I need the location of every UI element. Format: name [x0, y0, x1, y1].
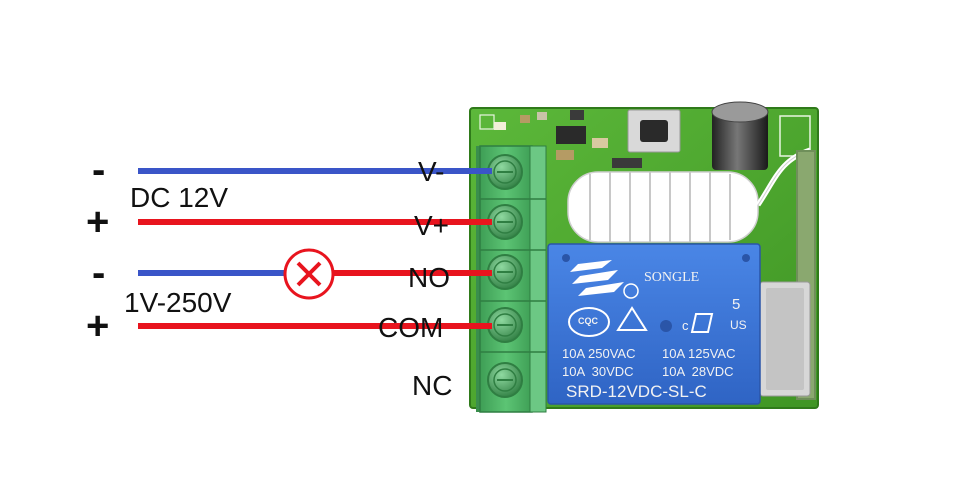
smd-components: [520, 110, 642, 168]
led: [494, 122, 506, 130]
load-lamp-icon: [283, 248, 335, 300]
terminal-screw-no: [487, 254, 523, 290]
relay-rating-2-right: 10A 28VDC: [662, 364, 734, 379]
tuv-mark-icon: [616, 306, 648, 331]
relay-body: [547, 243, 761, 405]
terminal-label-no: NO: [408, 262, 450, 293]
rf-module: [759, 150, 816, 400]
relay-cert-number: 5: [732, 296, 741, 313]
relay-cert-us: US: [730, 318, 747, 332]
load-negative-sign: -: [92, 251, 106, 295]
power-negative-sign: -: [92, 148, 106, 192]
ur-mark-icon: [690, 313, 714, 333]
power-positive-sign: +: [86, 200, 110, 244]
relay-rating-1-left: 10A 250VAC: [562, 346, 636, 361]
load-positive-sign: +: [86, 304, 110, 348]
capacitor: [711, 101, 769, 170]
terminal-label-v-plus: V+: [414, 210, 450, 241]
terminal-label-com: COM: [378, 312, 444, 343]
relay-rating-2-left: 10A 30VDC: [562, 364, 634, 379]
terminal-screw-v-minus: [487, 154, 523, 190]
relay-cert-c: c: [682, 318, 689, 333]
load-voltage-label: 1V-250V: [124, 287, 232, 318]
songle-logo-icon: [570, 260, 624, 296]
relay-model: SRD-12VDC-SL-C: [566, 382, 707, 401]
terminal-screw-com: [487, 307, 523, 343]
terminal-label-v-minus: V-: [418, 156, 445, 187]
push-button: [627, 109, 681, 153]
relay-brand: SONGLE: [644, 270, 700, 285]
relay-cqc-label: CQC: [578, 316, 598, 326]
relay-rating-1-right: 10A 125VAC: [662, 346, 736, 361]
terminal-screw-v-plus: [487, 204, 523, 240]
antenna-coil: [567, 147, 811, 243]
terminal-screw-nc: [487, 362, 523, 398]
power-input-label: DC 12V: [130, 182, 229, 213]
terminal-label-nc: NC: [412, 370, 453, 401]
cqc-mark-icon: [568, 307, 610, 337]
